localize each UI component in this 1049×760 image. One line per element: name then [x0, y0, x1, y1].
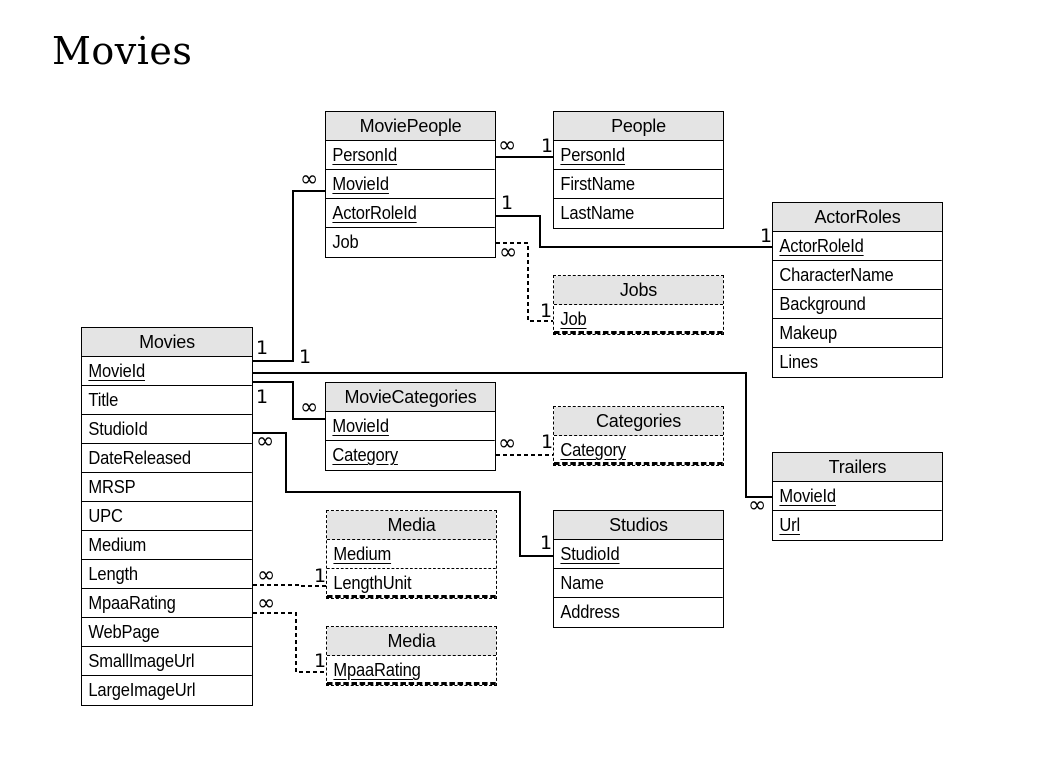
- key-field: Job: [554, 305, 723, 334]
- field: FirstName: [554, 170, 723, 199]
- cardinality-one: 1: [541, 431, 554, 453]
- key-field: MovieId: [82, 357, 253, 386]
- field: MpaaRating: [82, 589, 253, 618]
- key-field: MpaaRating: [327, 656, 496, 685]
- table-header: Movies: [82, 328, 252, 357]
- table-header: MoviePeople: [326, 112, 495, 141]
- key-field: MovieId: [773, 482, 942, 511]
- table-header: Trailers: [773, 453, 942, 482]
- key-field: Category: [332, 445, 398, 465]
- field: LengthUnit: [327, 569, 496, 598]
- cardinality-one: 1: [299, 346, 312, 368]
- key-field: MovieId: [326, 412, 495, 441]
- link-moviepeople-jobs: [496, 242, 554, 322]
- cardinality-one: 1: [256, 337, 269, 359]
- field: CharacterName: [773, 261, 942, 290]
- key-field: PersonId: [326, 141, 495, 170]
- cardinality-many: ∞: [257, 563, 276, 588]
- field: Makeup: [773, 319, 942, 348]
- field: DateReleased: [82, 444, 253, 473]
- field: MRSP: [82, 473, 253, 502]
- link-movies-studios: [253, 432, 554, 557]
- link-movies-moviepeople: [253, 190, 326, 362]
- field: UPC: [82, 502, 253, 531]
- field: Title: [82, 386, 253, 415]
- cardinality-many: ∞: [257, 591, 276, 616]
- cardinality-many: ∞: [498, 133, 517, 158]
- link-movies-media-rating: [253, 612, 327, 673]
- key-field: Url: [779, 515, 800, 535]
- key-field: MovieId: [326, 170, 495, 199]
- table-header: Media: [327, 511, 496, 540]
- key-field: Category: [554, 436, 723, 465]
- field: Lines: [779, 352, 818, 372]
- table-header: Studios: [554, 511, 723, 540]
- cardinality-one: 1: [540, 532, 553, 554]
- field: Length: [82, 560, 253, 589]
- table-header: Categories: [554, 407, 723, 436]
- table-header: MovieCategories: [326, 383, 495, 412]
- cardinality-one: 1: [540, 300, 553, 322]
- cardinality-one: 1: [314, 565, 327, 587]
- table-header: ActorRoles: [773, 203, 942, 232]
- field: SmallImageUrl: [82, 647, 253, 676]
- field: Address: [560, 602, 620, 622]
- field: Background: [773, 290, 942, 319]
- field: LargeImageUrl: [88, 680, 196, 700]
- cardinality-many: ∞: [748, 493, 767, 518]
- key-field: ActorRoleId: [773, 232, 942, 261]
- cardinality-one: 1: [501, 192, 514, 214]
- table-header: Media: [327, 627, 496, 656]
- link-moviepeople-actorroles: [496, 215, 773, 248]
- field: Job: [332, 232, 359, 252]
- field: Name: [554, 569, 723, 598]
- page-title: Movies: [52, 29, 193, 73]
- key-field: StudioId: [554, 540, 723, 569]
- cardinality-one: 1: [256, 386, 269, 408]
- key-field: Medium: [327, 540, 496, 569]
- field: Medium: [82, 531, 253, 560]
- cardinality-many: ∞: [300, 395, 319, 420]
- cardinality-many: ∞: [300, 167, 319, 192]
- field: StudioId: [82, 415, 253, 444]
- table-header: People: [554, 112, 723, 141]
- field: WebPage: [82, 618, 253, 647]
- cardinality-one: 1: [541, 135, 554, 157]
- key-field: PersonId: [554, 141, 723, 170]
- link-movies-media-medium: [253, 584, 327, 587]
- field: LastName: [560, 203, 635, 223]
- cardinality-many: ∞: [498, 431, 517, 456]
- link-movies-moviecategories: [253, 381, 326, 420]
- cardinality-one: 1: [760, 225, 773, 247]
- cardinality-many: ∞: [256, 429, 275, 454]
- table-header: Jobs: [554, 276, 723, 305]
- cardinality-one: 1: [314, 650, 327, 672]
- key-field: ActorRoleId: [326, 199, 495, 228]
- link-movies-trailers: [253, 372, 773, 498]
- cardinality-many: ∞: [499, 240, 518, 265]
